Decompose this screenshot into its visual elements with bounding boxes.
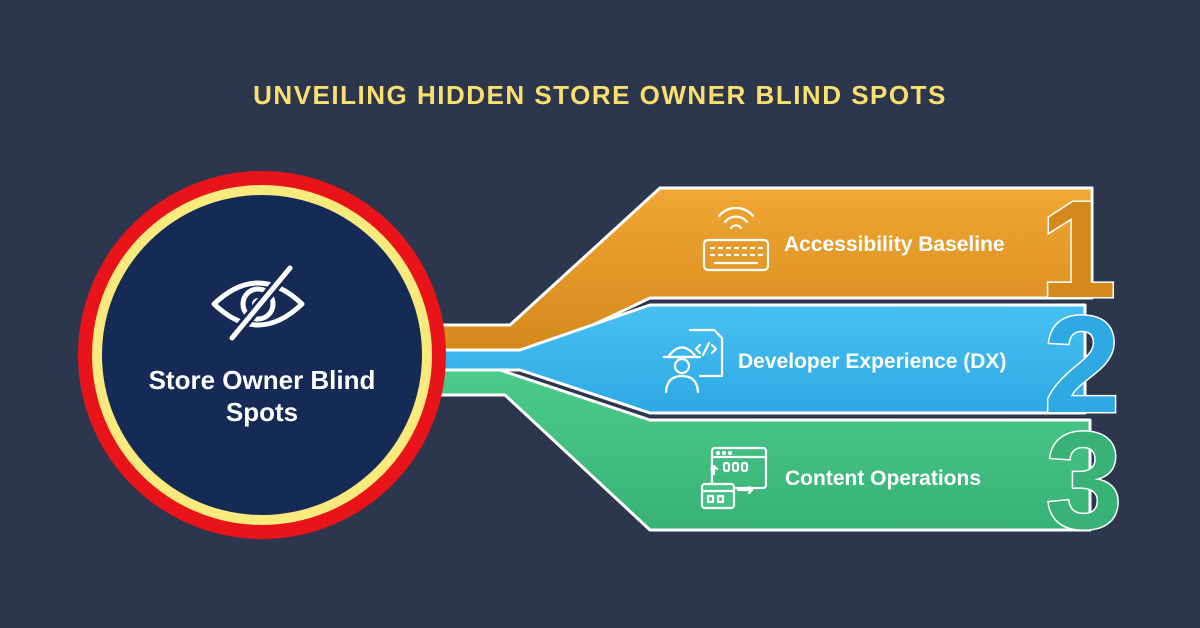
eye-slash-icon: [211, 262, 305, 344]
hub-circle: [78, 171, 446, 539]
hub-label: Store Owner Blind Spots: [148, 365, 376, 427]
branch-label-content: Content Operations: [785, 467, 982, 490]
branch-ribbon-content: [423, 368, 1092, 532]
branch-number-1: 1: [1040, 173, 1117, 327]
developer-code-icon: [662, 328, 724, 394]
keyboard-wireless-icon: [702, 206, 770, 272]
page-title: UNVEILING HIDDEN STORE OWNER BLIND SPOTS: [253, 80, 947, 110]
branch-label-developer: Developer Experience (DX): [738, 350, 1007, 373]
content-workflow-icon: [700, 446, 768, 510]
branch-label-accessibility: Accessibility Baseline: [784, 233, 1005, 256]
branch-number-3: 3: [1046, 404, 1123, 558]
branch-number-2: 2: [1044, 288, 1121, 442]
